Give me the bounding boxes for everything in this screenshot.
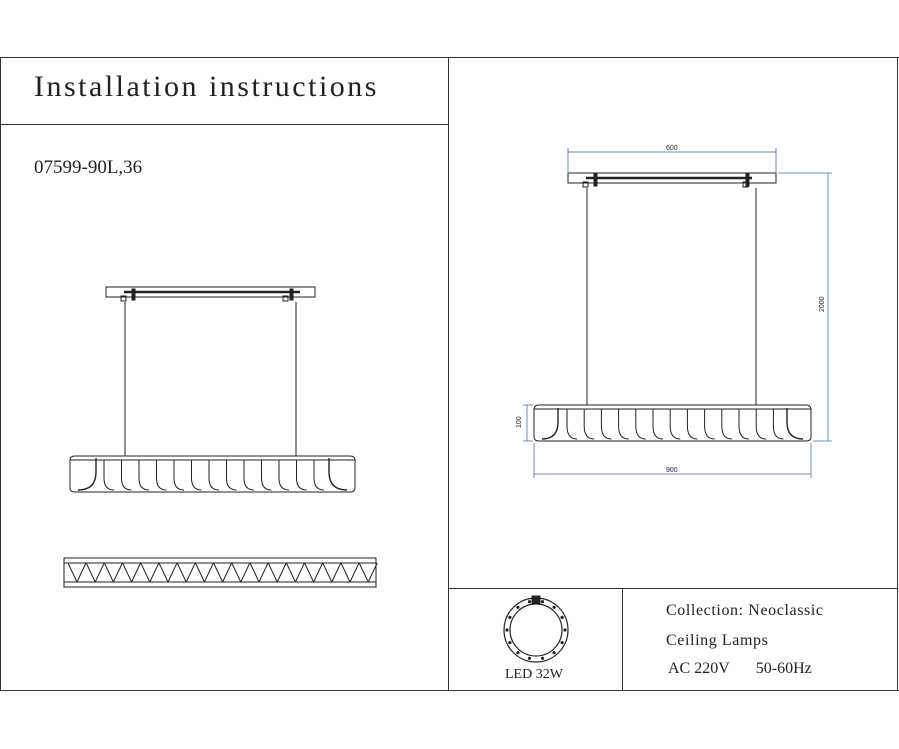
bottom-view-drawing bbox=[63, 557, 378, 588]
dim-lamp-body bbox=[533, 404, 812, 442]
frequency-text: 50-60Hz bbox=[755, 660, 812, 677]
info-top-divider bbox=[448, 588, 898, 589]
frame-left-border bbox=[0, 57, 1, 691]
page-title: Installation instructions bbox=[34, 70, 379, 103]
canopy-plate bbox=[105, 286, 316, 298]
lamp-bottom-pattern bbox=[67, 562, 378, 583]
frame-right-border bbox=[897, 57, 898, 691]
frame-top-border bbox=[0, 57, 899, 58]
info-vertical-divider bbox=[622, 588, 623, 690]
dim-lamp-ribs bbox=[566, 409, 784, 440]
led-power-label: LED 32W bbox=[505, 667, 563, 682]
lamp-bottom-outline bbox=[63, 557, 377, 588]
dimension-drawing bbox=[533, 172, 812, 442]
dim-label-2000: 2000 bbox=[819, 296, 826, 312]
front-view-drawing bbox=[69, 286, 356, 493]
title-divider bbox=[0, 124, 448, 125]
frame-bottom-border bbox=[0, 690, 899, 691]
lamp-body-outline bbox=[69, 455, 356, 493]
lamp-ribs-front bbox=[103, 460, 325, 491]
dim-canopy-plate bbox=[567, 172, 777, 184]
dim-label-600: 600 bbox=[666, 145, 678, 152]
category-text: Ceiling Lamps bbox=[666, 632, 769, 649]
voltage-text: AC 220V bbox=[668, 660, 730, 677]
led-ring-icon bbox=[503, 595, 569, 663]
dimension-lines bbox=[523, 148, 832, 478]
frame-center-divider bbox=[448, 57, 449, 691]
dim-label-100: 100 bbox=[516, 416, 523, 428]
canopy-screw-right bbox=[282, 295, 289, 302]
model-number: 07599-90L,36 bbox=[34, 157, 143, 178]
collection-text: Collection: Neoclassic bbox=[666, 602, 824, 619]
dim-label-900: 900 bbox=[666, 467, 678, 474]
electrical-spec: AC 220V 50-60Hz bbox=[668, 660, 838, 678]
canopy-screw-left bbox=[120, 295, 127, 302]
